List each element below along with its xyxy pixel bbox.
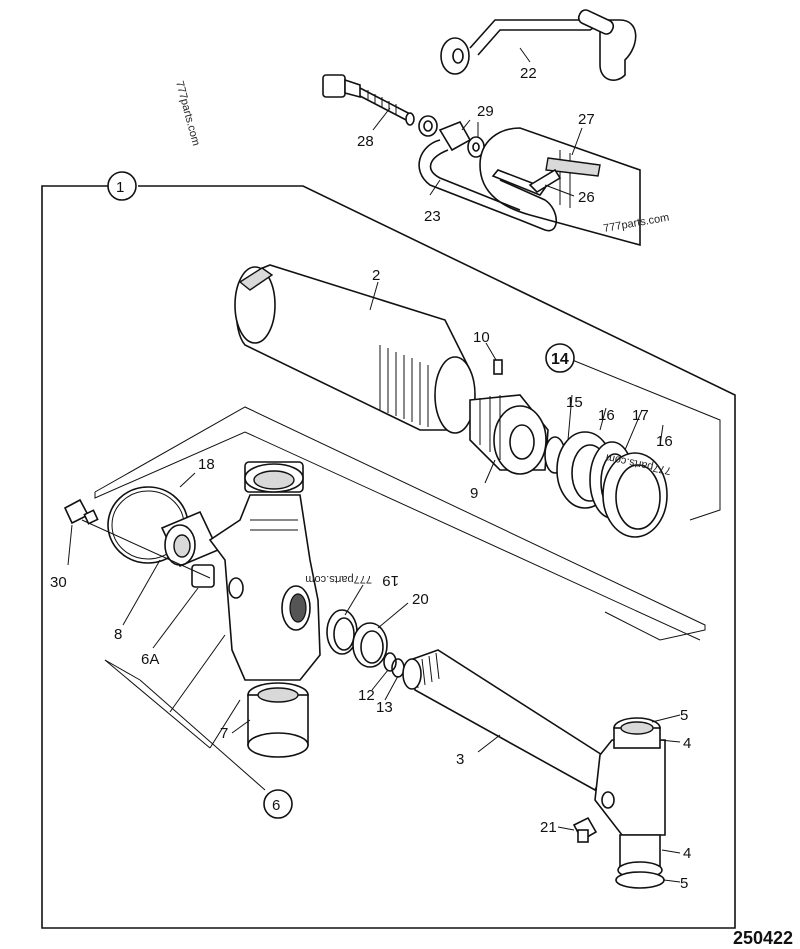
fitting-30 <box>63 498 99 525</box>
label-3: 3 <box>456 751 464 768</box>
label-19: 19 <box>382 572 399 589</box>
label-18: 18 <box>198 456 215 473</box>
bush-7 <box>247 682 309 758</box>
nipple-6A <box>191 564 215 588</box>
assembly-frame <box>41 185 736 929</box>
callout-circle-1 <box>107 171 137 201</box>
label-22: 22 <box>520 65 537 82</box>
rod-3 <box>402 649 612 792</box>
ring-12 <box>383 652 397 672</box>
label-16a: 16 <box>598 407 615 424</box>
label-5a: 5 <box>680 707 688 724</box>
seal-5b <box>615 871 665 889</box>
pipe-22 <box>469 19 637 81</box>
watermark-4: 777parts.com <box>305 573 372 585</box>
seal-kit-outline <box>94 406 706 641</box>
label-14: 14 <box>551 351 569 368</box>
drawing-code: 250422 <box>733 928 793 948</box>
barrel-2 <box>234 264 476 434</box>
inset-top-group <box>322 9 641 247</box>
rod-eye <box>594 717 666 889</box>
label-23: 23 <box>424 208 441 225</box>
label-2: 2 <box>372 267 380 284</box>
bolt-28 <box>322 74 415 126</box>
pipe-23 <box>418 139 558 232</box>
seal-kit-outline-inner <box>94 431 701 641</box>
label-15: 15 <box>566 394 583 411</box>
label-4b: 4 <box>683 845 691 862</box>
pin-10 <box>493 359 503 375</box>
watermark-1: 777parts.com <box>173 80 202 147</box>
label-27: 27 <box>578 111 595 128</box>
label-9: 9 <box>470 485 478 502</box>
label-29: 29 <box>477 103 494 120</box>
label-7: 7 <box>220 725 228 742</box>
body-6 <box>208 461 321 681</box>
callout-circle-14 <box>545 343 575 373</box>
label-4a: 4 <box>683 735 691 752</box>
label-30: 30 <box>50 574 67 591</box>
label-28: 28 <box>357 133 374 150</box>
label-10: 10 <box>473 329 490 346</box>
label-6A: 6A <box>141 651 159 668</box>
label-17: 17 <box>632 407 649 424</box>
label-6: 6 <box>272 797 280 814</box>
label-13: 13 <box>376 699 393 716</box>
leader-lines <box>67 47 681 883</box>
piston-9 <box>469 394 549 475</box>
label-1: 1 <box>116 179 124 196</box>
label-21: 21 <box>540 819 557 836</box>
label-8: 8 <box>114 626 122 643</box>
nipple-21 <box>572 816 598 843</box>
label-16b: 16 <box>656 433 673 450</box>
label-20: 20 <box>412 591 429 608</box>
callout-circle-6 <box>263 789 293 819</box>
seal-bracket <box>559 354 721 521</box>
label-12: 12 <box>358 687 375 704</box>
label-26: 26 <box>578 189 595 206</box>
label-5b: 5 <box>680 875 688 892</box>
